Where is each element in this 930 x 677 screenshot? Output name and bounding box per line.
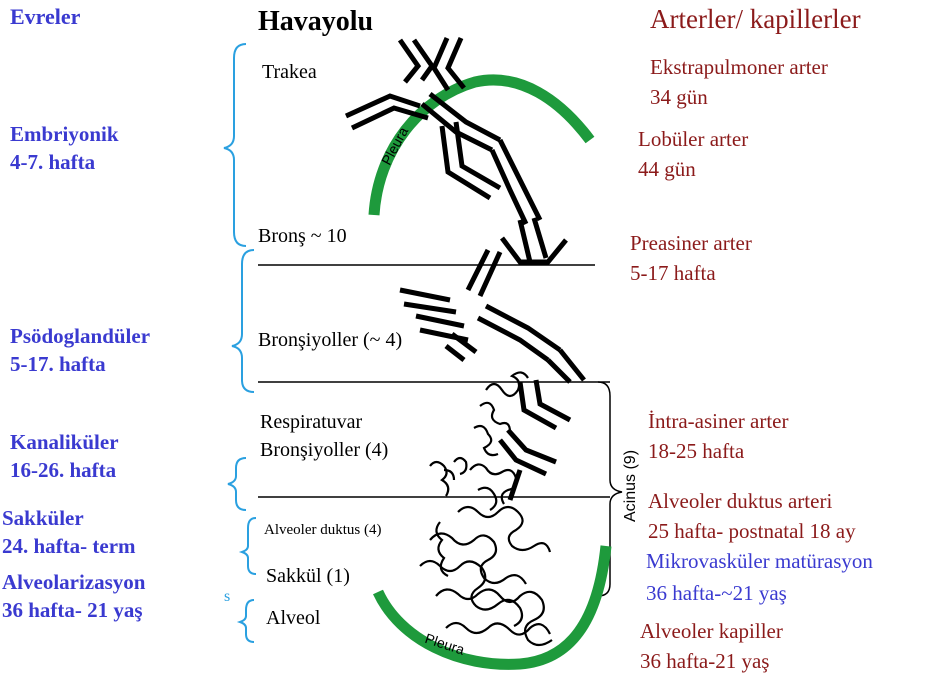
vessel-name-preacinar: Preasiner arter <box>630 230 752 257</box>
vessel-name-microvascular: Mikrovasküler matürasyon <box>646 548 873 575</box>
stage-name-alveolarization: Alveolarizasyon <box>2 570 145 595</box>
vessel-time-preacinar: 5-17 hafta <box>630 260 716 287</box>
stage-name-embryonic: Embriyonik <box>10 122 119 147</box>
vessel-time-intraacinar: 18-25 hafta <box>648 438 744 465</box>
brace-canalicular <box>228 458 246 510</box>
acinus-label: Acinus (9) <box>622 450 640 522</box>
stage-name-saccular: Sakküler <box>2 506 84 531</box>
airway-alveolar-duct: Alveoler duktus (4) <box>264 518 381 542</box>
stage-name-canalicular: Kanaliküler <box>10 430 119 455</box>
stage-period-saccular: 24. hafta- term <box>2 534 136 559</box>
airway-bronchioles: Bronşiyoller (~ 4) <box>258 328 402 352</box>
pleura-bottom-arc <box>378 546 606 664</box>
airway-respiratory-line2: Bronşiyoller (4) <box>260 438 388 462</box>
vessel-time-extrapulmonary: 34 gün <box>650 84 708 111</box>
stage-period-canalicular: 16-26. hafta <box>10 458 116 483</box>
vessel-name-lobular: Lobüler arter <box>638 126 748 153</box>
vessel-name-alveolar-duct: Alveoler duktus arteri <box>648 488 832 515</box>
vessel-time-microvascular: 36 hafta-~21 yaş <box>646 580 787 607</box>
stage-period-embryonic: 4-7. hafta <box>10 150 95 175</box>
stray-s-glyph: s <box>224 584 230 609</box>
vessel-time-alveolar-capillary: 36 hafta-21 yaş <box>640 648 769 675</box>
brace-saccular <box>242 518 256 574</box>
vessel-time-alveolar-duct: 25 hafta- postnatal 18 ay <box>648 518 856 545</box>
brace-pseudoglandular <box>232 250 254 392</box>
stage-period-alveolarization: 36 hafta- 21 yaş <box>2 598 143 623</box>
arteries-header: Arterler/ kapillerler <box>650 6 861 33</box>
brace-embryonic <box>224 44 246 246</box>
respiratory-branches <box>500 380 570 500</box>
brace-alveolarization <box>240 600 254 642</box>
airway-saccule: Sakkül (1) <box>266 564 350 588</box>
vessel-time-lobular: 44 gün <box>638 156 696 183</box>
airway-respiratory-line1: Respiratuvar <box>260 410 362 434</box>
vessel-name-extrapulmonary: Ekstrapulmoner arter <box>650 54 828 81</box>
airway-alveolus: Alveol <box>266 606 320 630</box>
stage-period-pseudoglandular: 5-17. hafta <box>10 352 106 377</box>
vessel-name-alveolar-capillary: Alveoler kapiller <box>640 618 783 645</box>
stage-name-pseudoglandular: Psödoglandüler <box>10 324 150 349</box>
vessel-name-intraacinar: İntra-asiner arter <box>648 408 789 435</box>
airway-trachea: Trakea <box>262 60 317 84</box>
airway-header: Havayolu <box>258 6 373 38</box>
stage-braces <box>224 44 256 642</box>
stages-header: Evreler <box>10 4 80 29</box>
airway-bronchus: Bronş ~ 10 <box>258 224 347 248</box>
